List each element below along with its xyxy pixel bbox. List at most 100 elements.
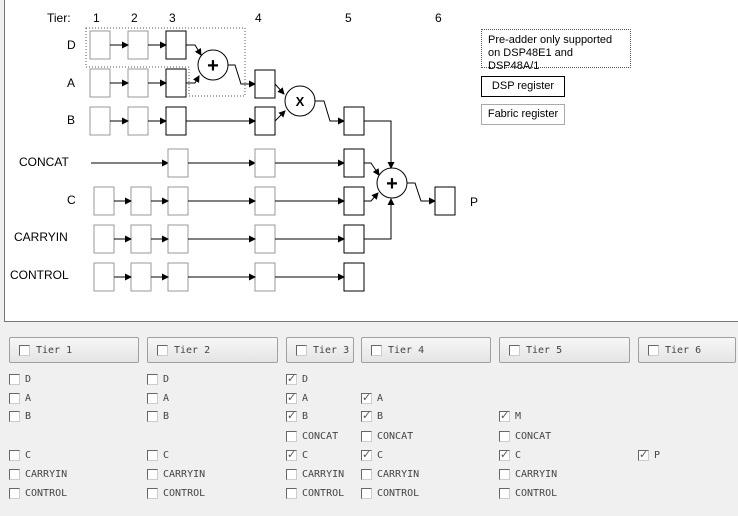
option-label: CONTROL [163, 487, 206, 499]
checkbox[interactable] [371, 344, 382, 356]
register-carryin-tier3 [167, 224, 189, 254]
checkbox[interactable] [499, 468, 510, 480]
checkbox[interactable] [361, 487, 372, 499]
checkbox[interactable] [19, 344, 30, 356]
register-carryin-tier5 [343, 224, 365, 254]
tier-2-option-d[interactable]: D [147, 372, 169, 386]
checkbox[interactable] [147, 392, 158, 404]
checkbox[interactable] [147, 487, 158, 499]
checkbox[interactable] [286, 391, 297, 404]
checkbox[interactable] [499, 487, 510, 499]
tier-1-toggle[interactable]: Tier 1 [9, 337, 139, 363]
tier-2-option-b[interactable]: B [147, 409, 169, 423]
tier-1-option-carryin[interactable]: CARRYIN [9, 467, 67, 481]
checkbox[interactable] [361, 468, 372, 480]
tier-3-option-carryin[interactable]: CARRYIN [286, 467, 344, 481]
tier-4-option-a[interactable]: A [361, 391, 383, 405]
option-label: CARRYIN [163, 468, 206, 480]
tier-5-option-carryin[interactable]: CARRYIN [499, 467, 557, 481]
checkbox[interactable] [9, 449, 20, 461]
option-label: CONTROL [377, 487, 420, 499]
checkbox[interactable] [147, 410, 158, 422]
tier-3-option-c[interactable]: C [286, 448, 308, 462]
tier-5-toggle-label: Tier 5 [526, 344, 563, 356]
tier-1-label: 1 [93, 11, 100, 25]
checkbox[interactable] [648, 344, 659, 356]
tier-4-option-control[interactable]: CONTROL [361, 486, 419, 500]
tier-3-option-d[interactable]: D [286, 372, 308, 386]
tier-4-option-concat[interactable]: CONCAT [361, 429, 413, 443]
checkbox[interactable] [9, 468, 20, 480]
tier-6-toggle[interactable]: Tier 6 [638, 337, 736, 363]
tier-3-toggle[interactable]: Tier 3 [286, 337, 354, 363]
checkbox[interactable] [9, 410, 20, 422]
tier-1-option-a[interactable]: A [9, 391, 31, 405]
tier-4-toggle-label: Tier 4 [388, 344, 425, 356]
tier-2-option-c[interactable]: C [147, 448, 169, 462]
tier-2-option-a[interactable]: A [147, 391, 169, 405]
tier-6-label: 6 [435, 11, 442, 25]
tier-3-option-b[interactable]: B [286, 409, 308, 423]
checkbox[interactable] [296, 344, 307, 356]
tier-3-option-concat[interactable]: CONCAT [286, 429, 338, 443]
tier-1-toggle-label: Tier 1 [36, 344, 73, 356]
checkbox[interactable] [9, 373, 20, 385]
checkbox[interactable] [361, 409, 372, 422]
checkbox[interactable] [361, 391, 372, 404]
tier-6-option-p[interactable]: P [638, 448, 660, 462]
checkbox[interactable] [361, 430, 372, 442]
tier-3-toggle-label: Tier 3 [313, 344, 350, 356]
row-label-b: B [67, 113, 75, 127]
checkbox[interactable] [499, 409, 510, 422]
checkbox[interactable] [509, 344, 520, 356]
checkbox[interactable] [9, 392, 20, 404]
option-label: CONCAT [377, 430, 414, 442]
tier-1-option-d[interactable]: D [9, 372, 31, 386]
checkbox[interactable] [147, 449, 158, 461]
tier-2-toggle[interactable]: Tier 2 [147, 337, 278, 363]
tier-5-toggle[interactable]: Tier 5 [499, 337, 630, 363]
legend-preadder-note: Pre-adder only supported on DSP48E1 and … [481, 29, 631, 72]
tier-1-option-control[interactable]: CONTROL [9, 486, 67, 500]
tier-5-option-m[interactable]: M [499, 409, 521, 423]
tier-3-option-control[interactable]: CONTROL [286, 486, 344, 500]
checkbox[interactable] [9, 487, 20, 499]
wire [274, 110, 286, 122]
tier-5-option-control[interactable]: CONTROL [499, 486, 557, 500]
pipeline-diagram-panel: Tier: 1 2 3 4 5 6 D A B CONCAT C CARRYIN… [4, 0, 738, 322]
tier-4-toggle[interactable]: Tier 4 [361, 337, 491, 363]
tier-1-option-b[interactable]: B [9, 409, 31, 423]
checkbox[interactable] [286, 468, 297, 480]
register-a-tier2 [127, 68, 149, 98]
tier-3-option-a[interactable]: A [286, 391, 308, 405]
checkbox[interactable] [499, 448, 510, 461]
checkbox[interactable] [147, 373, 158, 385]
option-label: D [163, 373, 170, 385]
register-b-tier2 [127, 106, 149, 136]
row-label-control: CONTROL [10, 268, 69, 282]
tier-1-option-c[interactable]: C [9, 448, 31, 462]
tier-5-option-concat[interactable]: CONCAT [499, 429, 551, 443]
tier-2-option-carryin[interactable]: CARRYIN [147, 467, 205, 481]
option-label: CARRYIN [25, 468, 68, 480]
tier-4-option-carryin[interactable]: CARRYIN [361, 467, 419, 481]
tier-4-option-b[interactable]: B [361, 409, 383, 423]
checkbox[interactable] [286, 487, 297, 499]
checkbox[interactable] [499, 430, 510, 442]
checkbox[interactable] [147, 468, 158, 480]
checkbox[interactable] [286, 430, 297, 442]
checkbox[interactable] [638, 448, 649, 461]
option-label: B [163, 410, 170, 422]
register-c-tier2 [130, 186, 152, 216]
register-c-tier5 [343, 186, 365, 216]
checkbox[interactable] [361, 448, 372, 461]
register-m-tier5 [343, 106, 365, 136]
register-c-tier1 [93, 186, 115, 216]
tier-5-option-c[interactable]: C [499, 448, 521, 462]
tier-4-option-c[interactable]: C [361, 448, 383, 462]
checkbox[interactable] [157, 344, 168, 356]
checkbox[interactable] [286, 448, 297, 461]
checkbox[interactable] [286, 372, 297, 385]
tier-2-option-control[interactable]: CONTROL [147, 486, 205, 500]
checkbox[interactable] [286, 409, 297, 422]
